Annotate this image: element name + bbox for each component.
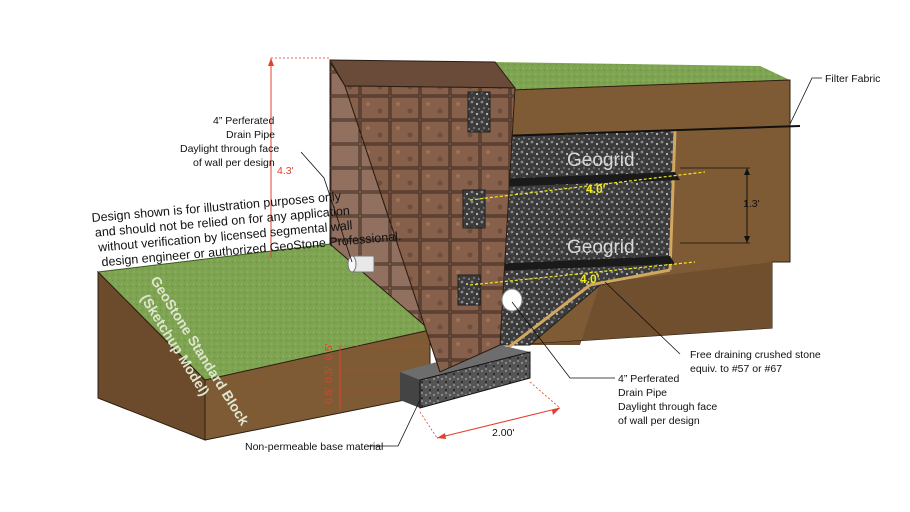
lower-pipe-callout: 4” Perferated Drain Pipe Daylight throug…	[618, 373, 717, 427]
filter-fabric-slope	[589, 268, 671, 287]
crushed-stone-line-2: equiv. to #57 or #67	[690, 363, 782, 375]
block-core-2	[462, 189, 486, 229]
geogrid-spacing-dimension: 1.3'	[680, 167, 760, 244]
base-depth-value: 0.5'	[323, 387, 335, 404]
geogrid-lower-label: Geogrid	[567, 237, 635, 258]
geogrid-upper-length: 4.0'	[586, 182, 606, 196]
soil-mass-top	[495, 62, 790, 90]
geogrid-upper	[470, 172, 680, 188]
geogrid-upper-dimension: 4.0'	[469, 171, 706, 201]
upper-drain-pipe-icon	[347, 255, 375, 273]
base-pad-front	[400, 372, 420, 408]
geogrid-lower-length: 4.0'	[580, 272, 600, 286]
upper-pipe-line-1: 4” Perferated	[213, 115, 274, 127]
callout-leaders	[300, 77, 822, 447]
geogrid-lower-dimension: 4.0'	[469, 261, 696, 286]
embed-1-value: 0.5'	[323, 343, 335, 360]
lower-pipe-line-4: of wall per design	[618, 415, 700, 427]
filter-fabric-edge	[668, 129, 677, 271]
filter-fabric-label: Filter Fabric	[825, 73, 880, 85]
wall-height-dimension: 4.3'	[268, 57, 330, 258]
filter-fabric-top	[499, 125, 801, 137]
soil-lower-front	[515, 262, 772, 345]
geogrid-spacing-value: 1.3'	[743, 198, 760, 210]
geogrid-lower	[470, 256, 675, 272]
wall-top	[329, 59, 517, 89]
block-core-3	[457, 274, 481, 306]
geogrid-upper-label: Geogrid	[567, 150, 635, 171]
filter-fabric-diagonal	[504, 283, 591, 352]
base-material-label: Non-permeable base material	[245, 441, 383, 453]
lower-pipe-line-1: 4” Perferated	[618, 373, 679, 385]
base-pad-top	[400, 345, 530, 380]
lower-pipe-line-2: Drain Pipe	[618, 387, 667, 399]
upper-pipe-line-4: of wall per design	[193, 157, 275, 169]
crushed-stone-callout: Free draining crushed stone equiv. to #5…	[690, 349, 821, 375]
embed-dimensions: 0.5' 0.5' 0.5'	[323, 343, 430, 410]
block-core-1	[467, 91, 491, 133]
base-pad-side	[419, 351, 531, 409]
wall-height-value: 4.3'	[277, 165, 294, 177]
lower-pipe-line-3: Daylight through face	[618, 401, 717, 413]
upper-pipe-line-3: Daylight through face	[180, 143, 279, 155]
crushed-stone-line-1: Free draining crushed stone	[690, 349, 821, 361]
upper-pipe-line-2: Drain Pipe	[226, 129, 275, 141]
base-width-value: 2.00'	[492, 427, 514, 439]
upper-pipe-callout: 4” Perferated Drain Pipe Daylight throug…	[180, 115, 279, 169]
lower-drain-pipe-icon	[501, 288, 523, 312]
embed-2-value: 0.5'	[323, 366, 335, 383]
base-width-dimension: 2.00'	[419, 381, 561, 439]
